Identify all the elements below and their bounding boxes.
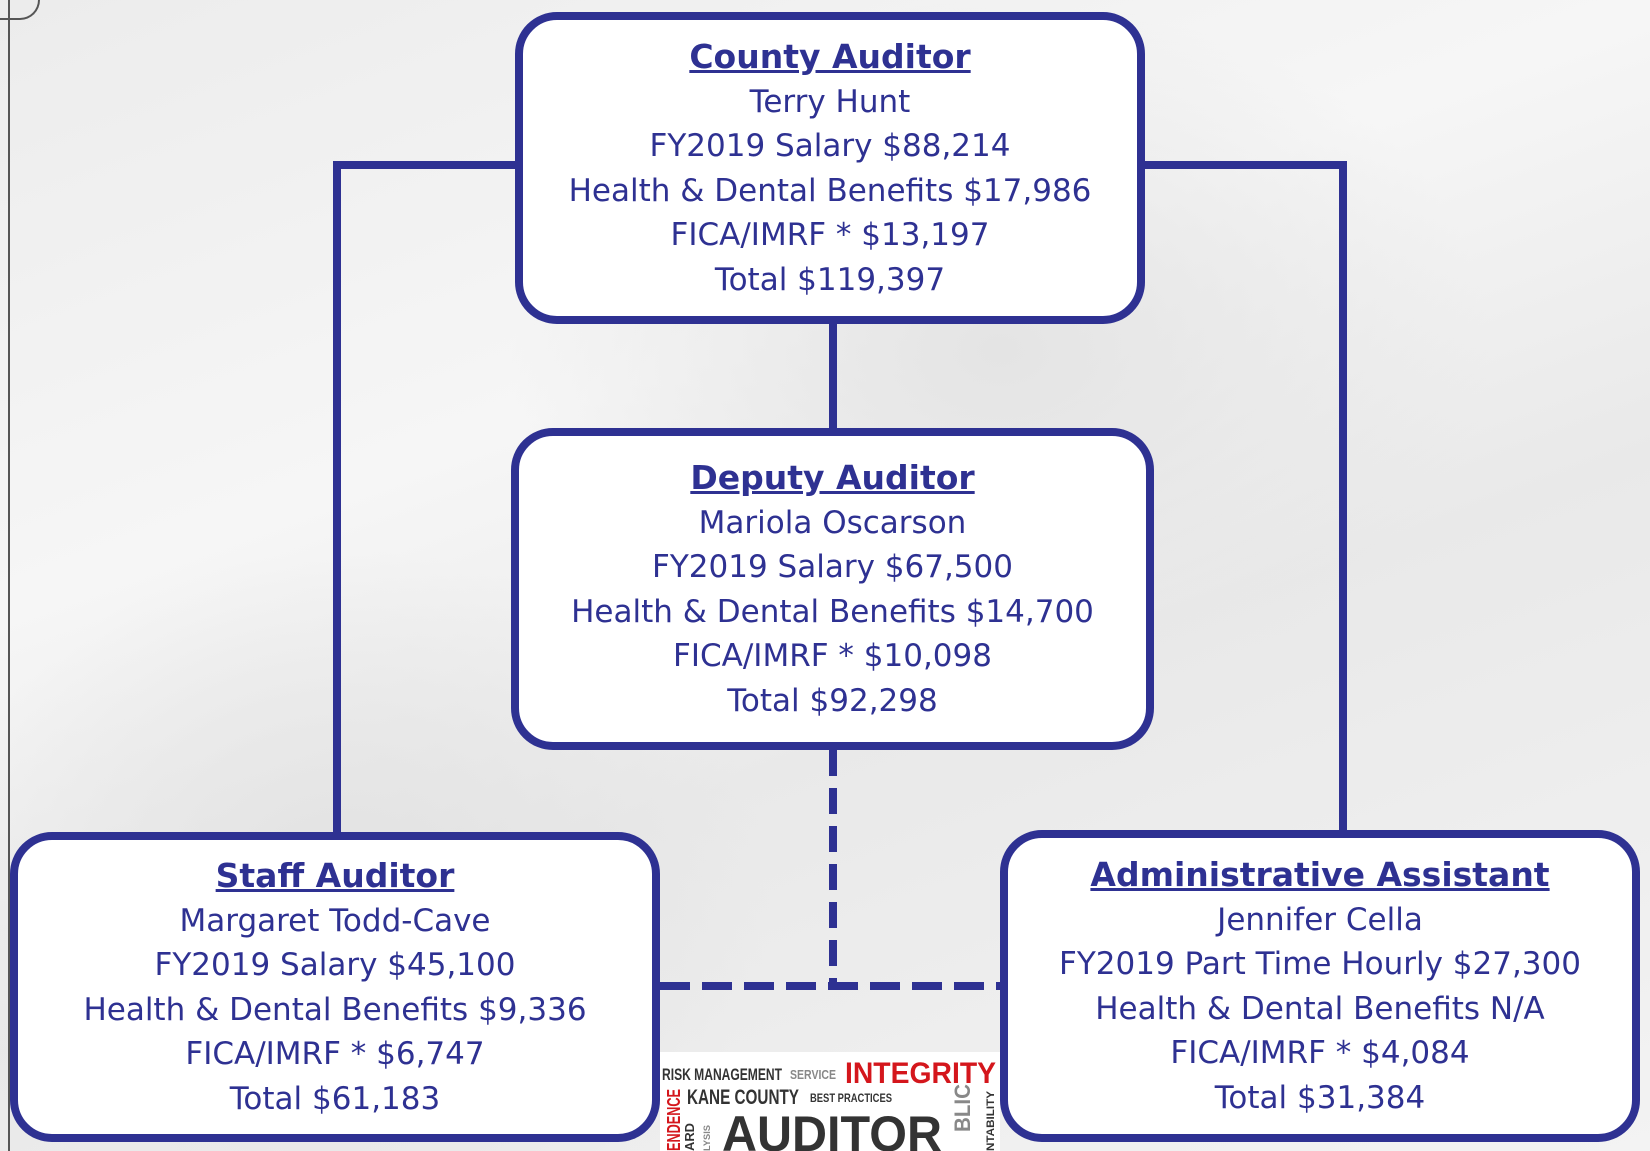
admin-assistant-fica: FICA/IMRF * $4,084 xyxy=(1170,1035,1470,1072)
logo-word-left-vertical: ENDENCE xyxy=(664,1089,684,1151)
deputy-auditor-benefits: Health & Dental Benefits $14,700 xyxy=(571,593,1094,630)
admin-assistant-box: Administrative Assistant Jennifer Cella … xyxy=(1000,830,1640,1142)
staff-auditor-total: Total $61,183 xyxy=(229,1080,441,1117)
logo-word-best: BEST PRACTICES xyxy=(810,1091,892,1105)
logo-word-ard: ARD xyxy=(682,1123,697,1151)
logo-word-blic: BLIC xyxy=(950,1084,975,1132)
logo-word-kane: KANE COUNTY xyxy=(687,1086,799,1109)
county-auditor-title: County Auditor xyxy=(689,36,971,76)
admin-assistant-benefits: Health & Dental Benefits N/A xyxy=(1095,990,1545,1027)
logo-word-auditor: AUDITOR xyxy=(722,1106,942,1151)
admin-assistant-salary: FY2019 Part Time Hourly $27,300 xyxy=(1059,946,1581,983)
county-auditor-box: County Auditor Terry Hunt FY2019 Salary … xyxy=(515,12,1145,324)
staff-auditor-box: Staff Auditor Margaret Todd-Cave FY2019 … xyxy=(10,832,660,1142)
admin-assistant-total: Total $31,384 xyxy=(1214,1079,1426,1116)
deputy-auditor-fica: FICA/IMRF * $10,098 xyxy=(673,638,992,675)
county-auditor-name: Terry Hunt xyxy=(749,83,911,120)
staff-auditor-salary: FY2019 Salary $45,100 xyxy=(154,947,516,984)
logo-word-cloud: RISK MANAGEMENT SERVICE INTEGRITY ENDENC… xyxy=(662,1057,997,1151)
county-auditor-total: Total $119,397 xyxy=(714,261,946,298)
admin-assistant-name: Jennifer Cella xyxy=(1217,901,1423,938)
deputy-auditor-title: Deputy Auditor xyxy=(690,457,975,497)
page-left-edge xyxy=(0,0,10,1151)
admin-assistant-title: Administrative Assistant xyxy=(1090,854,1550,894)
logo-word-lysis: LYSIS xyxy=(702,1125,712,1151)
staff-auditor-fica: FICA/IMRF * $6,747 xyxy=(185,1036,485,1073)
deputy-auditor-salary: FY2019 Salary $67,500 xyxy=(652,549,1013,586)
logo-word-service: SERVICE xyxy=(790,1067,836,1082)
deputy-auditor-box: Deputy Auditor Mariola Oscarson FY2019 S… xyxy=(511,428,1154,750)
county-auditor-fica: FICA/IMRF * $13,197 xyxy=(670,217,990,254)
kane-county-auditor-logo: RISK MANAGEMENT SERVICE INTEGRITY ENDENC… xyxy=(660,1052,1000,1151)
logo-word-ntability: NTABILITY xyxy=(985,1090,997,1151)
connector-county-to-admin xyxy=(1145,161,1347,830)
logo-word-risk: RISK MANAGEMENT xyxy=(662,1065,782,1084)
county-auditor-salary: FY2019 Salary $88,214 xyxy=(649,128,1011,165)
connector-county-to-staff xyxy=(333,161,515,832)
staff-auditor-title: Staff Auditor xyxy=(215,855,455,895)
logo-word-integrity: INTEGRITY xyxy=(845,1057,996,1090)
staff-auditor-benefits: Health & Dental Benefits $9,336 xyxy=(83,991,587,1028)
deputy-auditor-name: Mariola Oscarson xyxy=(698,504,967,541)
staff-auditor-name: Margaret Todd-Cave xyxy=(179,902,491,939)
deputy-auditor-total: Total $92,298 xyxy=(727,682,938,719)
county-auditor-benefits: Health & Dental Benefits $17,986 xyxy=(568,172,1092,209)
